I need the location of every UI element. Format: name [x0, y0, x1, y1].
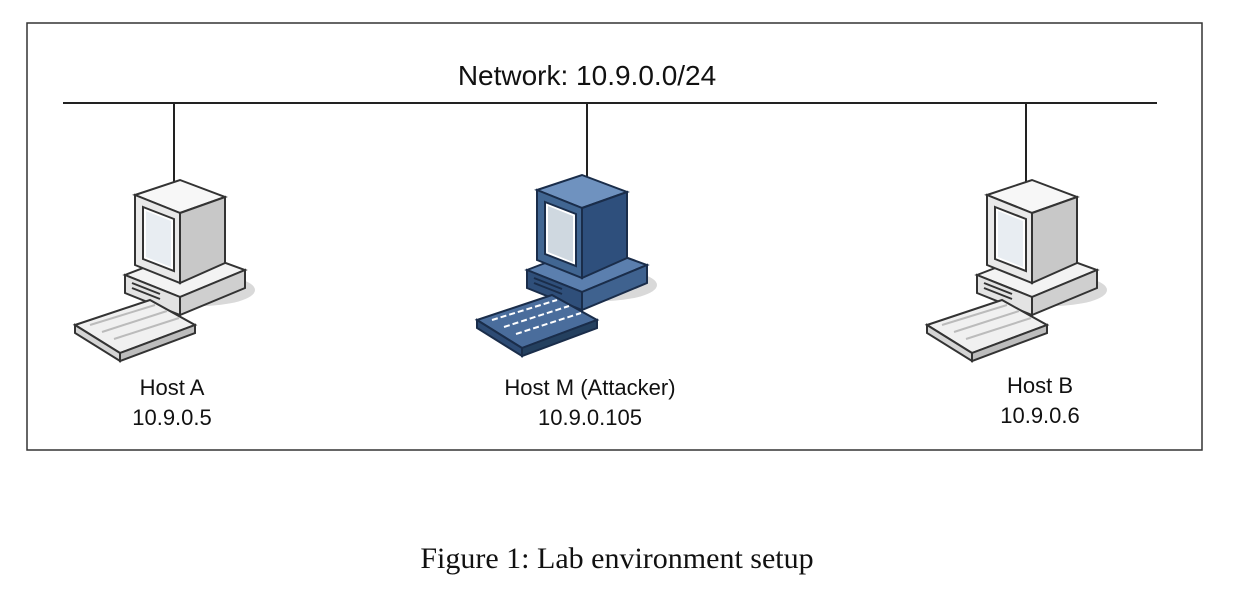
diagram-frame — [26, 22, 1203, 451]
host-a-computer-icon — [74, 179, 256, 362]
host-m-computer-icon — [476, 174, 658, 357]
host-b-ip: 10.9.0.6 — [1000, 403, 1080, 428]
host-m-name: Host M (Attacker) — [504, 375, 675, 400]
host-a-name: Host A — [140, 375, 205, 400]
figure-caption: Figure 1: Lab environment setup — [420, 542, 813, 575]
host-a-ip: 10.9.0.5 — [132, 405, 212, 430]
host-b-computer-icon — [926, 179, 1108, 362]
host-m-ip: 10.9.0.105 — [538, 405, 642, 430]
network-label: Network: 10.9.0.0/24 — [458, 60, 716, 91]
host-b-name: Host B — [1007, 373, 1073, 398]
